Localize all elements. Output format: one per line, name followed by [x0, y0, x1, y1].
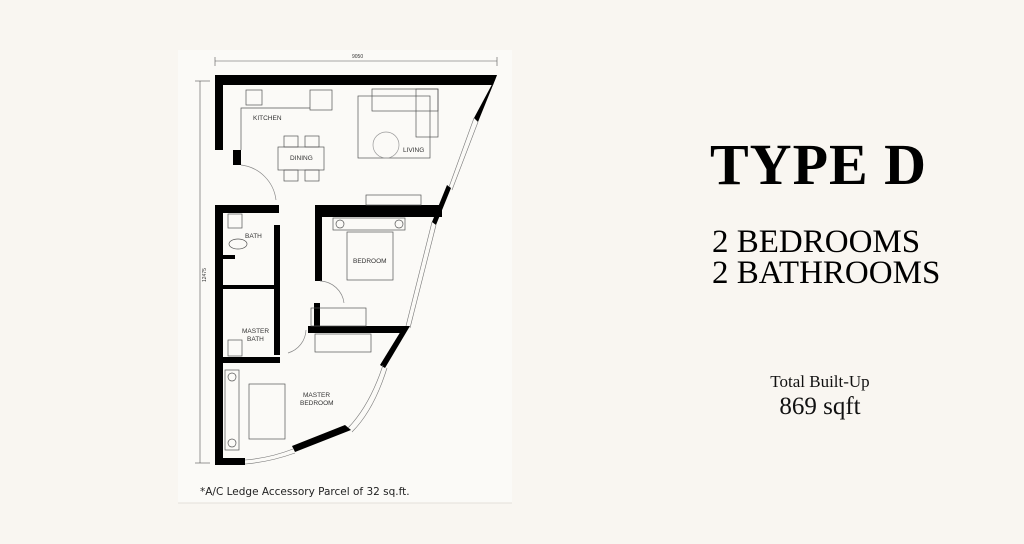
bathroom-count: 2 BATHROOMS — [712, 255, 941, 291]
windows — [244, 117, 479, 465]
room-label-living: LIVING — [403, 147, 424, 154]
walls — [215, 75, 497, 465]
built-up-value: 869 sqft — [779, 393, 861, 420]
room-label-master-bath: BATH — [247, 336, 264, 343]
room-label-master-bedroom: MASTER — [303, 392, 330, 399]
ac-ledge-note: *A/C Ledge Accessory Parcel of 32 sq.ft. — [200, 486, 410, 498]
height-dimension: 12475 — [202, 268, 208, 282]
width-dimension: 9050 — [352, 54, 363, 60]
dimension-lines — [195, 57, 498, 464]
room-label-master-bedroom: BEDROOM — [300, 400, 334, 407]
room-label-dining: DINING — [290, 155, 313, 162]
room-label-bath: BATH — [245, 233, 262, 240]
furniture — [224, 88, 439, 451]
built-up-label: Total Built-Up — [770, 372, 870, 391]
bedroom-count: 2 BEDROOMS — [712, 224, 921, 260]
room-label-bedroom: BEDROOM — [353, 258, 387, 265]
room-label-kitchen: KITCHEN — [253, 115, 282, 122]
plan-panel — [178, 50, 512, 503]
room-label-master-bath: MASTER — [242, 328, 269, 335]
unit-type-title: TYPE D — [710, 132, 928, 197]
